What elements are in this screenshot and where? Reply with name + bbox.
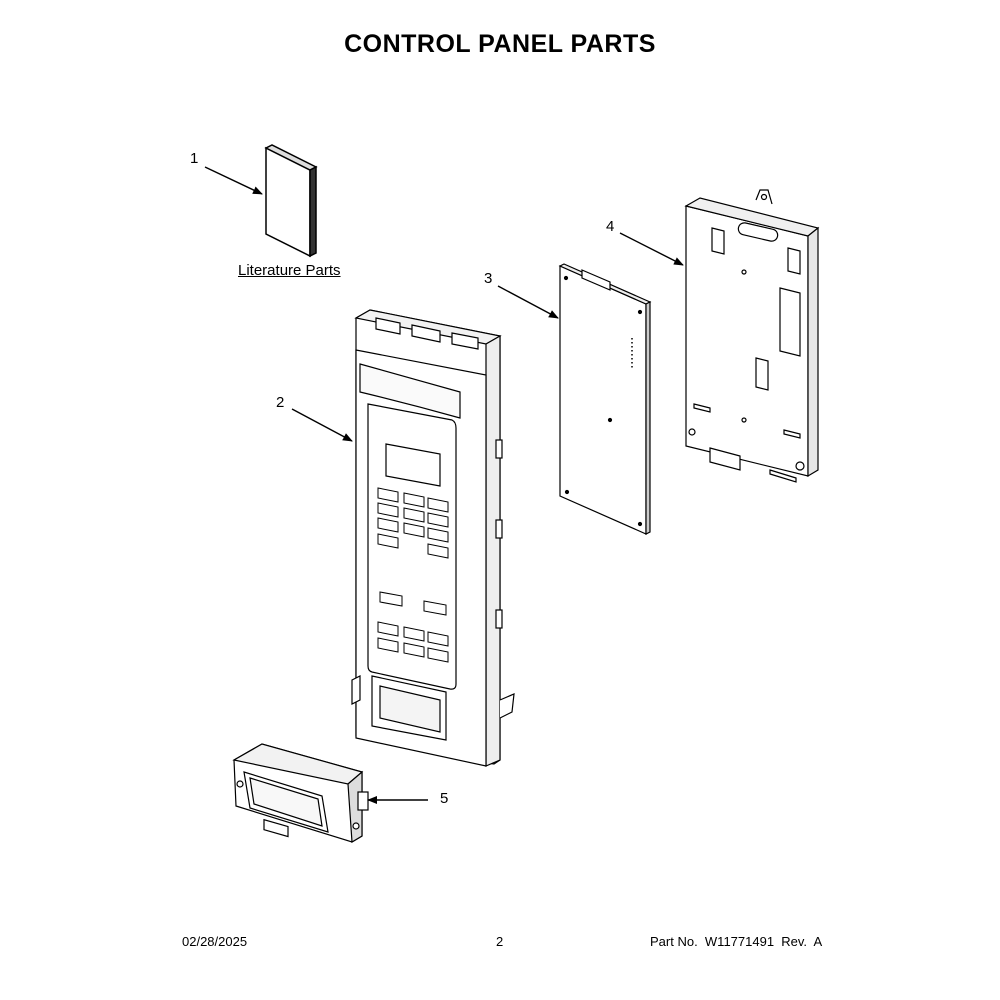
- keypad-buttons: [377, 487, 449, 663]
- literature-parts-label[interactable]: Literature Parts: [238, 262, 341, 279]
- callout-number-2: 2: [276, 394, 285, 411]
- board-bracket[interactable]: [684, 189, 820, 483]
- callout-arrow-2: [291, 408, 353, 442]
- callout-number-3: 3: [484, 270, 493, 287]
- callout-number-1: 1: [190, 150, 199, 167]
- literature-booklet[interactable]: [264, 144, 318, 258]
- footer-page-number: 2: [496, 934, 504, 949]
- callout-arrow-1: [204, 166, 263, 195]
- footer-part-number: Part No. W11771491 Rev. A: [650, 934, 823, 949]
- footer-date: 02/28/2025: [182, 934, 248, 949]
- switch-module[interactable]: [232, 743, 369, 844]
- page-title: CONTROL PANEL PARTS: [344, 30, 656, 58]
- control-board[interactable]: [558, 263, 652, 535]
- callout-arrow-4: [619, 232, 684, 266]
- callout-number-4: 4: [606, 218, 615, 235]
- callout-number-5: 5: [440, 790, 449, 807]
- callout-arrow-3: [497, 285, 559, 319]
